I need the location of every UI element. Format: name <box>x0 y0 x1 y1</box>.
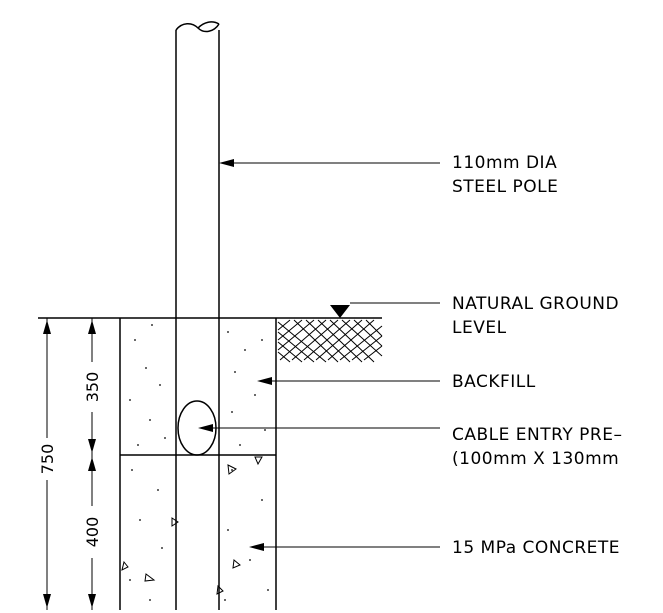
leader-cable <box>198 424 440 432</box>
concrete-label: 15 MPa CONCRETE <box>452 538 620 558</box>
dimension-overall <box>43 318 51 610</box>
dimension-upper <box>88 318 96 455</box>
ground-hatch <box>277 319 383 363</box>
ground-label-line2: LEVEL <box>452 318 507 338</box>
backfill-texture <box>129 324 266 446</box>
pole-break-line <box>175 23 220 33</box>
leader-concrete <box>249 543 440 551</box>
leader-backfill <box>257 377 440 385</box>
cable-label-line2: (100mm X 130mm <box>452 449 619 469</box>
pole-label-line1: 110mm DIA <box>452 153 557 173</box>
dimension-upper-label: 350 <box>83 372 102 403</box>
cable-label-line1: CABLE ENTRY PRE– <box>452 425 622 445</box>
concrete-texture <box>121 456 269 601</box>
leader-pole <box>219 159 440 167</box>
ground-level-triangle <box>330 305 350 318</box>
excavation-outline <box>119 318 277 610</box>
dimension-lower-label: 400 <box>83 517 102 548</box>
ground-label-line1: NATURAL GROUND <box>452 294 619 314</box>
backfill-label: BACKFILL <box>452 372 536 392</box>
dimension-lower <box>88 455 96 610</box>
pole-label-line2: STEEL POLE <box>452 177 558 197</box>
steel-pole <box>175 21 220 610</box>
dimension-overall-label: 750 <box>38 444 57 475</box>
